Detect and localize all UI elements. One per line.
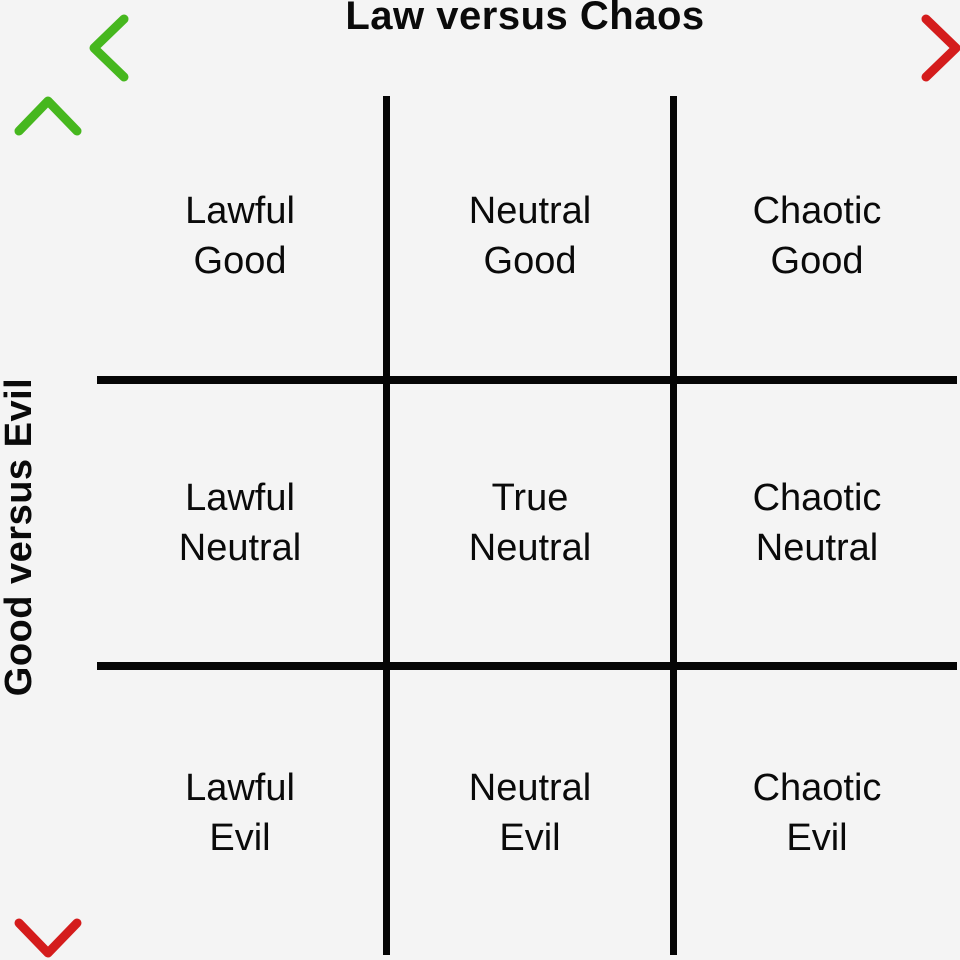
cell-label-line: Neutral — [755, 527, 879, 569]
grid-line-horizontal-2 — [97, 662, 957, 670]
arrowhead-up-icon — [14, 96, 82, 136]
law-chaos-axis-title: Law versus Chaos — [345, 0, 705, 38]
cell-label-line: Evil — [209, 816, 271, 859]
cell-chaotic-evil: Chaotic Evil — [677, 670, 957, 955]
good-evil-axis-title: Good versus Evil — [0, 377, 40, 697]
cell-label-line: Chaotic — [752, 766, 882, 809]
cell-label-line: Evil — [786, 816, 848, 859]
cell-neutral-evil: Neutral Evil — [390, 670, 670, 955]
grid-line-horizontal-1 — [97, 376, 957, 384]
cell-label-line: Good — [770, 240, 864, 282]
cell-label-line: Good — [483, 240, 577, 282]
cell-lawful-neutral: Lawful Neutral — [97, 384, 383, 662]
cell-lawful-evil: Lawful Evil — [97, 670, 383, 955]
arrowhead-down-icon — [14, 918, 82, 958]
cell-label-line: True — [491, 477, 569, 519]
cell-chaotic-neutral: Chaotic Neutral — [677, 384, 957, 662]
cell-label-line: Neutral — [468, 766, 592, 809]
cell-lawful-good: Lawful Good — [97, 96, 383, 376]
cell-label-line: Lawful — [185, 766, 295, 809]
grid-line-vertical-2 — [670, 96, 677, 955]
cell-label-line: Neutral — [178, 527, 302, 569]
cell-label-line: Chaotic — [752, 477, 882, 519]
cell-label-line: Lawful — [185, 190, 295, 232]
cell-neutral-good: Neutral Good — [390, 96, 670, 376]
cell-label-line: Evil — [499, 816, 561, 859]
cell-chaotic-good: Chaotic Good — [677, 96, 957, 376]
cell-label-line: Good — [193, 240, 287, 282]
cell-true-neutral: True Neutral — [390, 384, 670, 662]
grid-line-vertical-1 — [383, 96, 390, 955]
cell-label-line: Chaotic — [752, 190, 882, 232]
cell-label-line: Neutral — [468, 527, 592, 569]
cell-label-line: Lawful — [185, 477, 295, 519]
cell-label-line: Neutral — [468, 190, 592, 232]
